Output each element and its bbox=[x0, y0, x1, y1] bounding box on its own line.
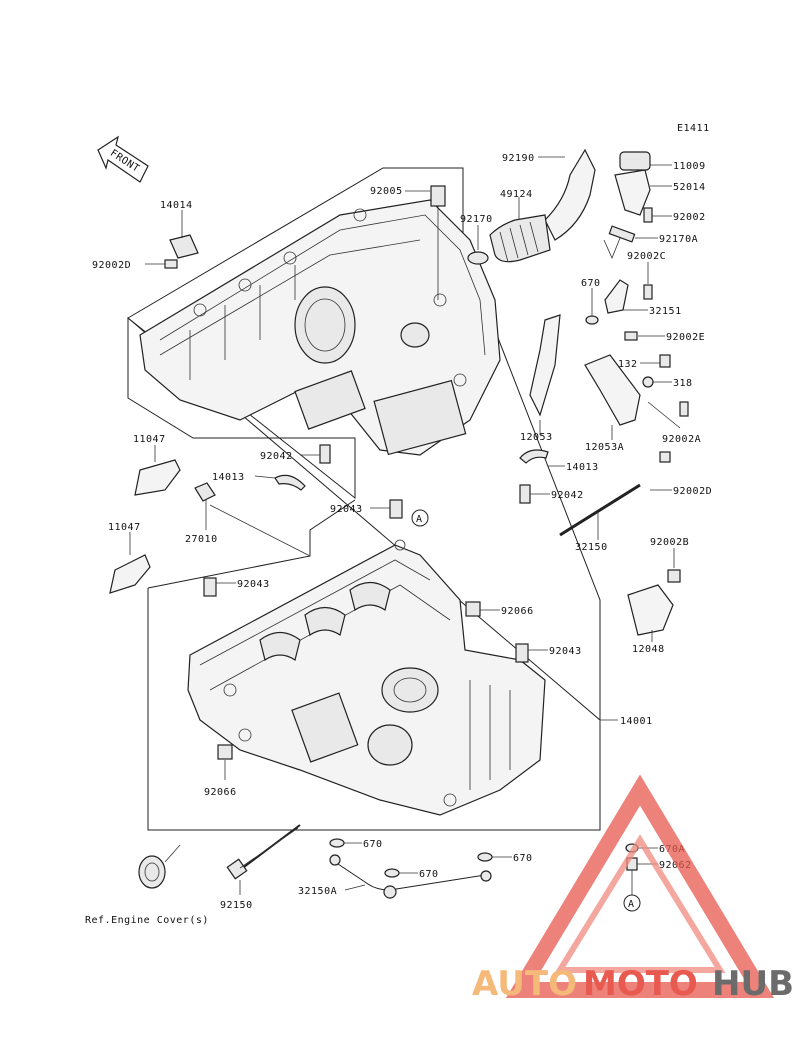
watermark-text-moto: MOTO bbox=[583, 964, 698, 1004]
label-92002D-right: 92002D bbox=[673, 486, 712, 497]
callout-marker-bottom: A bbox=[628, 899, 635, 910]
label-318: 318 bbox=[673, 378, 693, 389]
label-92002E: 92002E bbox=[666, 332, 705, 343]
label-92002A: 92002A bbox=[662, 434, 701, 445]
cap-92005 bbox=[430, 185, 446, 207]
label-92002D-left: 92002D bbox=[92, 260, 131, 271]
dowel-92043-left bbox=[203, 577, 217, 597]
label-92066-bottom: 92066 bbox=[204, 787, 237, 798]
label-14014: 14014 bbox=[160, 200, 193, 211]
bracket-11047-b bbox=[109, 554, 151, 594]
bolt-92002E bbox=[624, 331, 638, 341]
label-32151: 32151 bbox=[649, 306, 682, 317]
oring-670-top bbox=[585, 315, 599, 325]
label-92190: 92190 bbox=[502, 153, 535, 164]
guide-12053A bbox=[584, 354, 641, 426]
watermark-text-hub: HUB bbox=[712, 964, 794, 1004]
label-92042-right: 92042 bbox=[551, 490, 584, 501]
label-92002C: 92002C bbox=[627, 251, 666, 262]
label-32150: 32150 bbox=[575, 542, 608, 553]
label-670-b: 670 bbox=[419, 869, 439, 880]
pipe-32151 bbox=[604, 279, 629, 314]
label-52014: 52014 bbox=[673, 182, 706, 193]
bolt-92002C bbox=[643, 284, 653, 300]
bolt-92002A bbox=[679, 401, 689, 417]
label-132: 132 bbox=[618, 359, 638, 370]
label-14001: 14001 bbox=[620, 716, 653, 727]
label-92062: 92062 bbox=[659, 860, 692, 871]
dowel-92043-top bbox=[389, 499, 403, 519]
label-92043-top: 92043 bbox=[330, 504, 363, 515]
label-32150A: 32150A bbox=[298, 886, 337, 897]
dowel-92042-right bbox=[519, 484, 531, 504]
lower-crankcase bbox=[147, 499, 601, 831]
breather-hose-92190 bbox=[544, 148, 596, 241]
bracket-11047-a bbox=[134, 459, 181, 496]
gasket-11009 bbox=[619, 151, 651, 171]
watermark-logo bbox=[505, 774, 775, 998]
label-49124: 49124 bbox=[500, 189, 533, 200]
oring-670-a bbox=[329, 838, 345, 848]
clamp-92170 bbox=[467, 251, 489, 265]
guide-12053 bbox=[529, 314, 561, 417]
label-92066-right: 92066 bbox=[501, 606, 534, 617]
pipe-32150A bbox=[334, 861, 486, 891]
label-11047-b: 11047 bbox=[108, 522, 141, 533]
label-12048: 12048 bbox=[632, 644, 665, 655]
clamp-92170A bbox=[608, 225, 636, 243]
front-arrow-icon: FRONT bbox=[97, 135, 149, 183]
label-670-c: 670 bbox=[513, 853, 533, 864]
bolt-92002D-right bbox=[659, 451, 671, 463]
label-92002: 92002 bbox=[673, 212, 706, 223]
seal-engine-cover bbox=[138, 855, 166, 889]
bolt-92002D-left bbox=[164, 259, 178, 269]
label-92043-right: 92043 bbox=[549, 646, 582, 657]
label-92150: 92150 bbox=[220, 900, 253, 911]
oring-670-b bbox=[384, 868, 400, 878]
label-92005: 92005 bbox=[370, 186, 403, 197]
label-92170: 92170 bbox=[460, 214, 493, 225]
bolt-92002 bbox=[643, 207, 653, 223]
hose-49124 bbox=[489, 214, 551, 263]
label-11009: 11009 bbox=[673, 161, 706, 172]
upper-crankcase bbox=[127, 167, 601, 722]
label-14013-left: 14013 bbox=[212, 472, 245, 483]
bolt-132 bbox=[659, 354, 671, 368]
label-14013-right: 14013 bbox=[566, 462, 599, 473]
dowel-92042-left bbox=[319, 444, 331, 464]
label-92002B: 92002B bbox=[650, 537, 689, 548]
label-27010: 27010 bbox=[185, 534, 218, 545]
watermark-text-auto: AUTO bbox=[472, 964, 577, 1004]
oring-670-c bbox=[477, 852, 493, 862]
dowel-92043-right bbox=[515, 643, 529, 663]
bearing-14013-right bbox=[519, 449, 549, 464]
label-92170A: 92170A bbox=[659, 234, 698, 245]
bracket-12048 bbox=[627, 584, 674, 636]
bearing-14013-left bbox=[274, 474, 306, 491]
label-12053A: 12053A bbox=[585, 442, 624, 453]
bracket-14014 bbox=[169, 234, 199, 259]
plug-92066-bottom bbox=[217, 744, 233, 760]
label-92042-left: 92042 bbox=[260, 451, 293, 462]
label-12053: 12053 bbox=[520, 432, 553, 443]
shaft-32150 bbox=[559, 483, 641, 537]
ref-engine-cover-label: Ref.Engine Cover(s) bbox=[85, 915, 209, 926]
fitting-52014 bbox=[614, 169, 651, 216]
callout-marker-top: A bbox=[416, 514, 423, 525]
label-670-a: 670 bbox=[363, 839, 383, 850]
washer-318 bbox=[642, 376, 654, 388]
label-670-top: 670 bbox=[581, 278, 601, 289]
diagram-code: E1411 bbox=[677, 123, 710, 134]
switch-27010 bbox=[194, 482, 216, 502]
bolt-92002B bbox=[667, 569, 681, 583]
label-92043-left: 92043 bbox=[237, 579, 270, 590]
plug-92066-right bbox=[465, 601, 481, 617]
label-11047-a: 11047 bbox=[133, 434, 166, 445]
